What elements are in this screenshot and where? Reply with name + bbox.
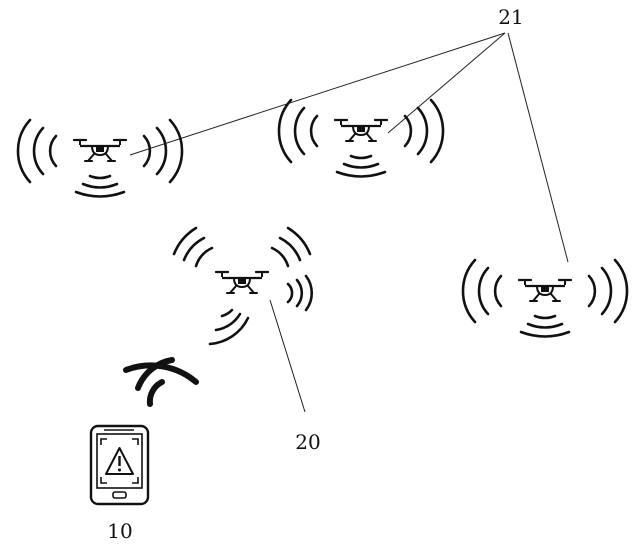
leader-21-to-drone-a [129,32,506,156]
warning-triangle-icon [105,447,134,475]
quadcopter-drone-icon [463,260,627,337]
wireless-signal-icon [172,226,313,346]
terminal-signal-waves [123,357,199,407]
drone-c [463,260,627,337]
drone-a [18,120,182,197]
drone-b [279,100,443,177]
leader-21-to-drone-b [387,32,506,134]
relay-drone [172,226,313,346]
smartphone-alert-icon [89,424,150,506]
leader-21-to-drone-c [507,32,569,263]
quadcopter-drone-icon [279,100,443,177]
label-terminal: 10 [107,519,132,543]
terminal-device [89,424,150,506]
leader-20-to-relay-drone [269,299,306,413]
label-relay-drone: 20 [295,430,320,454]
quadcopter-drone-icon [214,270,270,295]
leader-lines [129,32,569,413]
quadcopter-drone-icon [18,120,182,197]
label-drone-group: 21 [498,5,523,29]
